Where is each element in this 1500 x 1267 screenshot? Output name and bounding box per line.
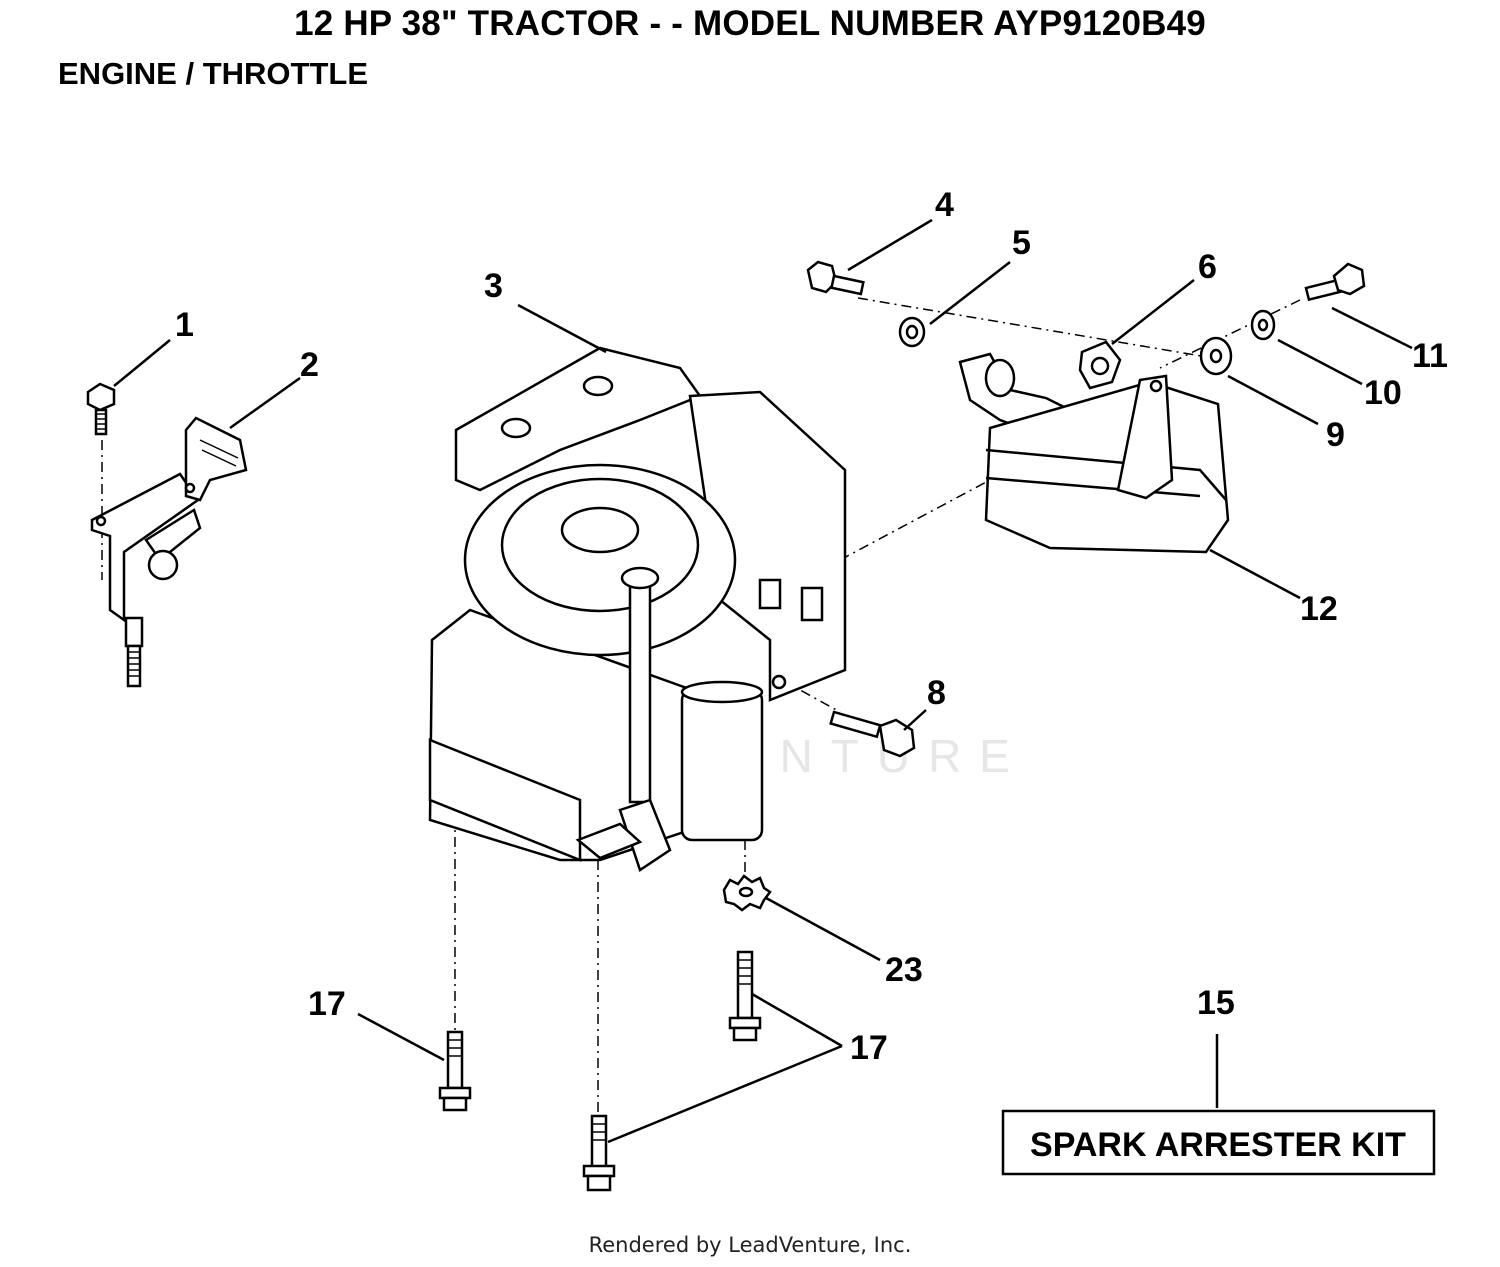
muffler-part-12[interactable] (984, 374, 1230, 554)
lockwasher-part-10[interactable] (1250, 309, 1276, 341)
alignment-lines (101, 297, 1301, 1115)
washer-part-9[interactable] (1199, 336, 1233, 376)
callout-2[interactable]: 2 (300, 346, 319, 384)
bolt-part-17-lower[interactable] (582, 1114, 616, 1192)
bolt-part-1[interactable] (86, 382, 116, 436)
callout-11[interactable]: 11 (1412, 337, 1448, 375)
callout-4[interactable]: 4 (935, 186, 954, 224)
diagram-title: 12 HP 38" TRACTOR - - MODEL NUMBER AYP91… (294, 4, 1206, 43)
spark-arrester-kit-label: SPARK ARRESTER KIT (1030, 1126, 1406, 1164)
spark-arrester-kit-box[interactable]: SPARK ARRESTER KIT (1001, 1109, 1436, 1176)
callout-6[interactable]: 6 (1198, 248, 1217, 286)
footer-credit: Rendered by LeadVenture, Inc. (588, 1233, 912, 1257)
callout-9[interactable]: 9 (1326, 416, 1345, 454)
bolt-part-11[interactable] (1304, 262, 1366, 302)
gasket-part-6[interactable] (1078, 340, 1122, 390)
engine-part-3[interactable] (428, 346, 847, 872)
bolt-part-17-center[interactable] (728, 950, 762, 1042)
bolt-part-17-left[interactable] (438, 1030, 472, 1112)
callout-12[interactable]: 12 (1300, 590, 1338, 628)
callout-15[interactable]: 15 (1197, 984, 1235, 1022)
section-title: ENGINE / THROTTLE (58, 56, 368, 91)
throttle-control-part-2[interactable] (90, 416, 248, 688)
callout-3[interactable]: 3 (484, 267, 503, 305)
washer-part-5[interactable] (898, 316, 926, 348)
callout-8[interactable]: 8 (927, 674, 946, 712)
callout-5[interactable]: 5 (1012, 224, 1031, 262)
callout-10[interactable]: 10 (1364, 374, 1402, 412)
leader-lines (113, 218, 1413, 1144)
star-washer-part-23[interactable] (722, 874, 772, 912)
callout-17-right[interactable]: 17 (850, 1029, 888, 1067)
callout-1[interactable]: 1 (175, 306, 194, 344)
bolt-part-4[interactable] (806, 260, 865, 296)
callout-17-left[interactable]: 17 (308, 985, 346, 1023)
callout-23[interactable]: 23 (885, 951, 923, 989)
